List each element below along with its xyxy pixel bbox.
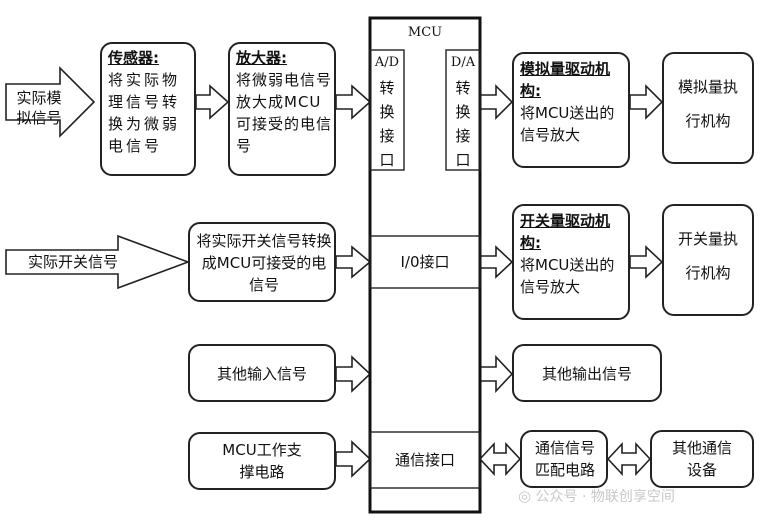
amplifier-desc: 将微弱电信号放大成MCU可接受的电信号 [236,71,333,155]
amplifier-title: 放大器: [236,49,287,67]
switch-driver-title: 开关量驱动机构: [520,212,611,252]
watermark-text: ◎ 公众号 · 物联创享空间 [518,487,675,505]
amplifier-box: 放大器: 将微弱电信号放大成MCU可接受的电信号 [228,42,336,176]
arrow-otherinput-to-mcu [335,355,372,393]
sensor-title: 传感器: [108,49,159,67]
other-input-box: 其他输入信号 [188,344,336,402]
mcu-support-label: MCU工作支撑电路 [222,441,302,481]
switch-input-label: 实际开关信号 [28,253,119,271]
switch-exec-label: 开关量执行机构 [677,230,738,282]
mcu-comm-box [369,431,481,489]
other-device-box: 其他通信设备 [650,430,754,488]
switch-driver-desc: 将MCU送出的信号放大 [520,256,615,296]
mcu-ad-label: A/D [374,55,400,70]
comm-match-label: 通信信号匹配电路 [534,439,595,479]
arrow-switch-input [5,234,191,290]
arrow-driver-to-exec [629,84,664,120]
analog-driver-box: 模拟量驱动机构: 将MCU送出的信号放大 [512,52,630,168]
analog-driver-desc: 将MCU送出的信号放大 [520,104,615,144]
comm-match-box: 通信信号匹配电路 [520,430,608,488]
arrow-switchconv-to-io [335,245,372,279]
arrow-io-to-switchdriver [479,245,514,279]
mcu-io-box [369,235,481,289]
analog-driver-title: 模拟量驱动机构: [520,60,611,100]
arrow-mcu-to-otheroutput [479,354,514,394]
analog-input-label: 实际模拟信号 [16,89,62,127]
other-device-label: 其他通信设备 [671,439,732,479]
mcu-io-label: I/0接口 [400,253,450,271]
mcu-da-label: D/A [450,55,476,70]
arrow-analog-input [5,66,96,138]
mcu-ad-text: 转换接口 [379,79,395,169]
arrow-sensor-to-amp [195,84,230,120]
arrow-amp-to-ad [335,84,372,120]
other-input-label: 其他输入信号 [216,365,307,383]
mcu-ad-box [369,49,405,171]
other-output-box: 其他输出信号 [512,344,662,402]
switch-exec-box: 开关量执行机构 [662,204,754,316]
mcu-support-box: MCU工作支撑电路 [188,432,336,490]
arrow-switchdriver-to-exec [629,245,664,279]
sensor-box: 传感器: 将实际物理信号转换为微弱电信号 [100,42,196,176]
sensor-desc: 将实际物理信号转换为微弱电信号 [108,71,181,155]
mcu-comm-label: 通信接口 [394,451,455,469]
switch-driver-box: 开关量驱动机构: 将MCU送出的信号放大 [512,204,630,320]
mcu-da-box [445,49,481,171]
analog-exec-box: 模拟量执行机构 [662,52,754,164]
mcu-da-text: 转换接口 [455,79,471,169]
analog-exec-label: 模拟量执行机构 [677,78,738,130]
switch-converter-box: 将实际开关信号转换成MCU可接受的电信号 [188,222,336,302]
arrow-match-device-double [606,441,652,477]
arrow-support-to-mcu [335,440,372,478]
switch-converter-desc: 将实际开关信号转换成MCU可接受的电信号 [196,232,332,294]
mcu-title: MCU [407,25,443,40]
wechat-icon: ◎ [518,487,532,505]
other-output-label: 其他输出信号 [541,365,632,383]
arrow-comm-double [478,441,522,477]
arrow-da-to-driver [479,84,514,120]
